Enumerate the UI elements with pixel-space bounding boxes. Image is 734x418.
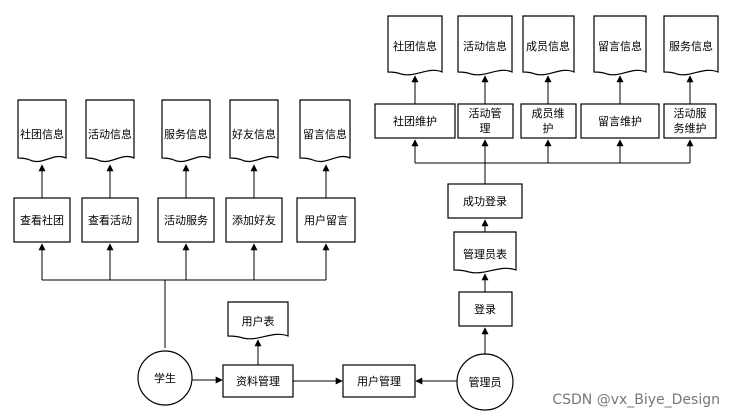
doc-friend-info-label: 好友信息 [232, 127, 276, 141]
doc-admin-message-info-label: 留言信息 [598, 39, 642, 53]
func-activity-service-label: 活动服务 [164, 214, 208, 227]
maint-activity: 活动管 理 [457, 103, 514, 139]
middle-section: 资料管理 用户表 用户管理 [192, 301, 457, 398]
doc-activity-info-label: 活动信息 [88, 127, 132, 141]
student-section: 查看社团 查看活动 活动服务 添加好友 用户留言 社团信息 [13, 99, 356, 406]
admin-section: 管理员 登录 管理员表 成功登录 社团维护 活动管 [374, 15, 719, 411]
maint-activity-label-2: 理 [480, 122, 491, 135]
process-login-success: 成功登录 [447, 183, 523, 219]
doc-admin-table: 管理员表 [453, 231, 517, 274]
maint-message-label: 留言维护 [598, 114, 642, 128]
doc-user-table: 用户表 [227, 301, 289, 340]
doc-admin-message-info: 留言信息 [593, 15, 647, 76]
func-view-activity-label: 查看活动 [88, 213, 132, 227]
func-add-friend-label: 添加好友 [232, 213, 276, 227]
process-profile-mgmt: 资料管理 [222, 364, 294, 398]
doc-admin-activity-info-label: 活动信息 [463, 39, 507, 53]
func-user-message: 用户留言 [296, 197, 356, 243]
maint-activity-label-1: 活动管 [469, 106, 502, 120]
maint-message: 留言维护 [580, 103, 660, 139]
doc-message-info: 留言信息 [299, 99, 351, 162]
doc-admin-service-info-label: 服务信息 [669, 39, 713, 53]
maint-club-label: 社团维护 [393, 114, 437, 128]
process-user-mgmt: 用户管理 [342, 364, 416, 398]
doc-friend-info: 好友信息 [229, 99, 279, 162]
maint-member-label-1: 成员维 [532, 107, 565, 120]
doc-club-info: 社团信息 [17, 99, 67, 162]
watermark: CSDN @vx_Biye_Design [552, 392, 720, 408]
doc-admin-activity-info: 活动信息 [457, 15, 513, 76]
func-activity-service: 活动服务 [157, 197, 215, 243]
doc-activity-info: 活动信息 [85, 99, 135, 162]
doc-admin-table-label: 管理员表 [463, 247, 507, 261]
func-view-club: 查看社团 [13, 197, 71, 243]
actor-admin-label: 管理员 [469, 375, 502, 389]
maint-member: 成员维 护 [520, 103, 577, 139]
doc-service-info: 服务信息 [161, 99, 211, 162]
doc-admin-club-info-label: 社团信息 [393, 39, 437, 53]
func-view-club-label: 查看社团 [20, 213, 64, 227]
doc-admin-member-info: 成员信息 [522, 15, 575, 76]
func-add-friend: 添加好友 [225, 197, 283, 243]
doc-message-info-label: 留言信息 [303, 127, 347, 141]
process-login-success-label: 成功登录 [463, 194, 507, 208]
actor-admin: 管理员 [456, 353, 514, 411]
maint-club: 社团维护 [374, 103, 456, 139]
func-user-message-label: 用户留言 [304, 213, 348, 227]
process-login: 登录 [458, 291, 513, 327]
actor-student-label: 学生 [154, 371, 176, 385]
doc-service-info-label: 服务信息 [164, 127, 208, 141]
maint-service: 活动服 务维护 [663, 103, 717, 139]
doc-admin-service-info: 服务信息 [663, 15, 719, 76]
doc-club-info-label: 社团信息 [20, 127, 64, 141]
process-login-label: 登录 [474, 302, 496, 316]
process-profile-mgmt-label: 资料管理 [236, 374, 280, 388]
actor-student: 学生 [137, 350, 193, 406]
maint-member-label-2: 护 [543, 121, 554, 135]
doc-admin-club-info: 社团信息 [387, 15, 443, 76]
maint-service-label-2: 务维护 [674, 121, 707, 135]
func-view-activity: 查看活动 [81, 197, 139, 243]
maint-service-label-1: 活动服 [674, 107, 707, 120]
doc-user-table-label: 用户表 [242, 314, 275, 328]
process-user-mgmt-label: 用户管理 [357, 374, 401, 388]
doc-admin-member-info-label: 成员信息 [526, 39, 570, 53]
